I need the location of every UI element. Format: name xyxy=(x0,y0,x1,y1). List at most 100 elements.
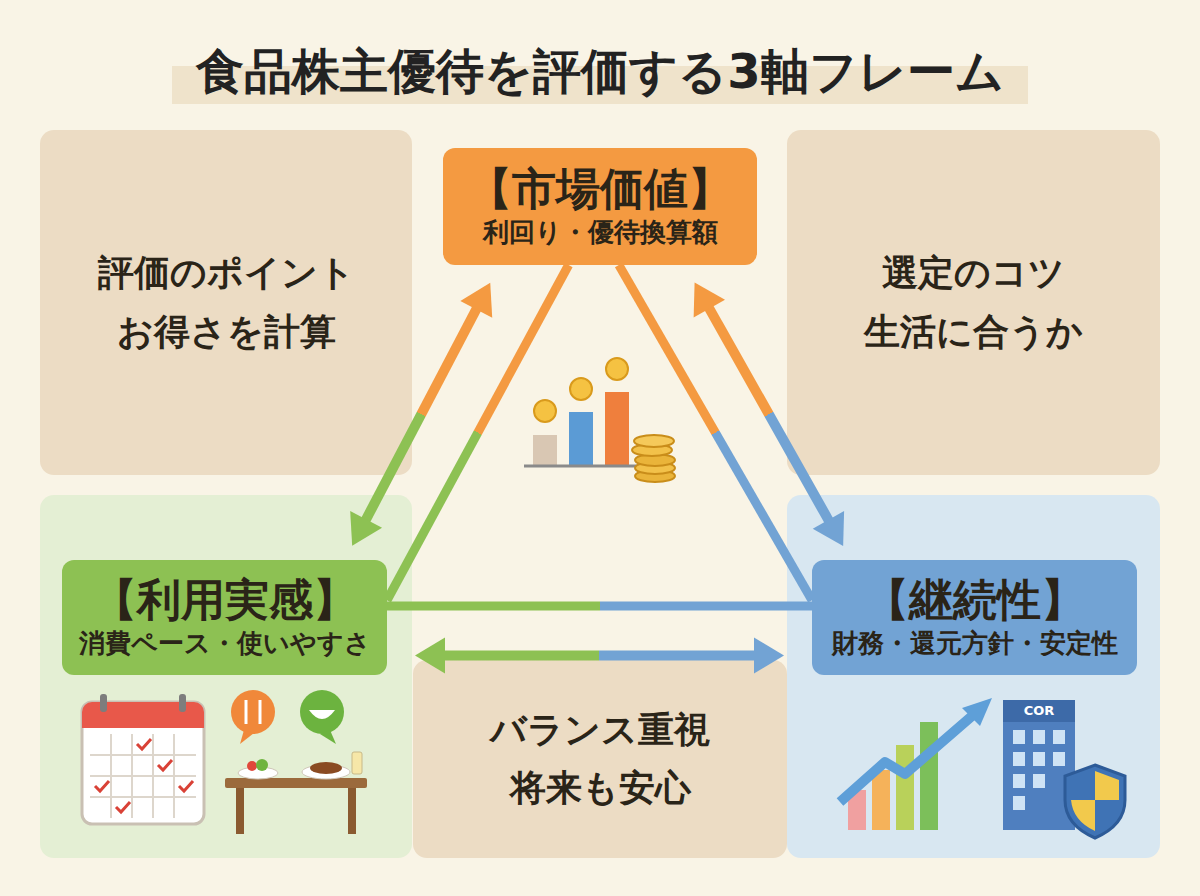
calendar-icon-part xyxy=(158,760,172,770)
calendar-icon-part xyxy=(110,734,112,818)
triangle-side xyxy=(387,606,812,607)
growth-chart-icon-part xyxy=(896,745,914,830)
axis-heading: 【市場価値】 xyxy=(468,163,732,216)
calendar-icon-part xyxy=(179,694,186,712)
panel-text: バランス重視 将来も安心 xyxy=(421,701,779,818)
arrow-head xyxy=(694,282,725,317)
arrow-head xyxy=(415,637,445,673)
calendar-icon-part xyxy=(90,754,196,756)
coin-chart-icon-part xyxy=(605,392,629,465)
meal-icon-part xyxy=(225,778,367,788)
triangle-side xyxy=(387,265,569,600)
building-icon-part xyxy=(1013,774,1025,788)
note-panel: バランス重視 将来も安心 xyxy=(413,660,787,858)
connector-shaft xyxy=(441,650,759,660)
calendar-icon-part xyxy=(95,781,109,791)
green-panel-part xyxy=(40,495,412,858)
double-arrow xyxy=(694,282,844,546)
connector-shaft xyxy=(707,305,831,524)
calendar-icon-part xyxy=(90,775,196,777)
meal-icon-part xyxy=(256,759,268,771)
building-icon-part xyxy=(1053,752,1065,766)
building-icon-part xyxy=(1003,700,1075,722)
arrow-head xyxy=(754,637,784,673)
shield-icon-part xyxy=(1095,771,1119,800)
building-icon-part xyxy=(1033,730,1045,744)
coin-chart-icon-part xyxy=(634,435,674,447)
meal-icon-part xyxy=(240,730,254,744)
axis-heading: 【継続性】 xyxy=(865,574,1085,627)
coin-chart-icon-part xyxy=(570,378,592,400)
green-panel xyxy=(40,495,412,858)
coin-chart-icon-part xyxy=(569,412,593,465)
double-arrow xyxy=(350,283,492,546)
calendar-icon-part xyxy=(179,781,193,791)
building-icon-part xyxy=(1033,774,1045,788)
panel-text: 評価のポイント お得さを計算 xyxy=(48,244,404,361)
meal-icon-part xyxy=(259,700,262,724)
connector-shaft xyxy=(364,305,478,523)
arrow-head xyxy=(350,511,382,546)
shield-icon-part xyxy=(1071,800,1095,831)
coin-chart-icon-part xyxy=(524,465,640,468)
building-icon-part xyxy=(1003,700,1075,830)
calendar-icon-part xyxy=(100,694,107,712)
meal-icon-part xyxy=(231,690,275,734)
coin-chart-icon xyxy=(524,358,675,482)
coin-chart-icon-part xyxy=(534,400,556,422)
axis-detail: 消費ペース・使いやすさ xyxy=(79,626,371,661)
building-icon xyxy=(1003,700,1075,830)
calendar-icon-part xyxy=(116,802,130,812)
axis-heading: 【利用実感】 xyxy=(93,574,357,627)
meal-icon-part xyxy=(310,762,342,774)
building-sign: COR xyxy=(1003,702,1075,720)
axis-detail: 財務・還元方針・安定性 xyxy=(832,626,1118,661)
axis-box: 【市場価値】利回り・優待換算額 xyxy=(443,148,757,265)
meal-icon-part xyxy=(236,788,244,834)
note-panel: 評価のポイント お得さを計算 xyxy=(40,130,412,475)
calendar-icon-part xyxy=(173,734,175,818)
connector-shaft xyxy=(619,265,812,600)
diagram-title: 食品株主優待を評価する3軸フレーム xyxy=(0,40,1200,104)
panel-text: 選定のコツ 生活に合うか xyxy=(795,244,1152,361)
meal-icon-part xyxy=(309,710,335,719)
calendar-icon xyxy=(82,694,204,824)
calendar-icon-part xyxy=(90,796,196,798)
building-icon-part xyxy=(1013,730,1025,744)
calendar-icon-part xyxy=(131,734,133,818)
double-arrow xyxy=(415,637,784,673)
coin-chart-icon-part xyxy=(606,358,628,380)
calendar-icon-part xyxy=(82,702,204,824)
calendar-icon-part xyxy=(152,734,154,818)
meal-icon-part xyxy=(320,730,336,744)
arrow-head xyxy=(460,283,492,318)
blue-panel xyxy=(787,495,1160,858)
shield-icon xyxy=(1065,765,1125,838)
note-panel: 選定のコツ 生活に合うか xyxy=(787,130,1160,475)
axis-box: 【利用実感】消費ペース・使いやすさ xyxy=(62,560,387,675)
arrow-head xyxy=(813,511,844,546)
connector-shaft xyxy=(387,265,569,600)
meal-icon-part xyxy=(348,788,356,834)
growth-chart-icon-part xyxy=(872,770,890,830)
meal-icon-part xyxy=(300,690,344,734)
calendar-icon-part xyxy=(137,739,151,749)
growth-chart-icon-part xyxy=(920,722,938,830)
growth-chart-icon-part xyxy=(840,716,972,802)
axis-detail: 利回り・優待換算額 xyxy=(483,215,718,250)
shield-icon-part xyxy=(1065,765,1125,838)
meal-icon-part xyxy=(245,700,248,724)
meal-icon-part xyxy=(247,761,257,771)
axis-box: 【継続性】財務・還元方針・安定性 xyxy=(812,560,1137,675)
growth-chart-icon xyxy=(840,698,992,830)
building-icon-part xyxy=(1053,730,1065,744)
calendar-icon-part xyxy=(82,714,204,728)
triangle-side xyxy=(619,265,812,600)
meal-icon-part xyxy=(352,752,362,774)
building-icon-part xyxy=(1033,752,1045,766)
growth-chart-icon-part xyxy=(962,698,992,726)
building-icon-part xyxy=(1013,752,1025,766)
connector-shaft xyxy=(387,602,812,611)
meal-icon xyxy=(225,690,367,834)
